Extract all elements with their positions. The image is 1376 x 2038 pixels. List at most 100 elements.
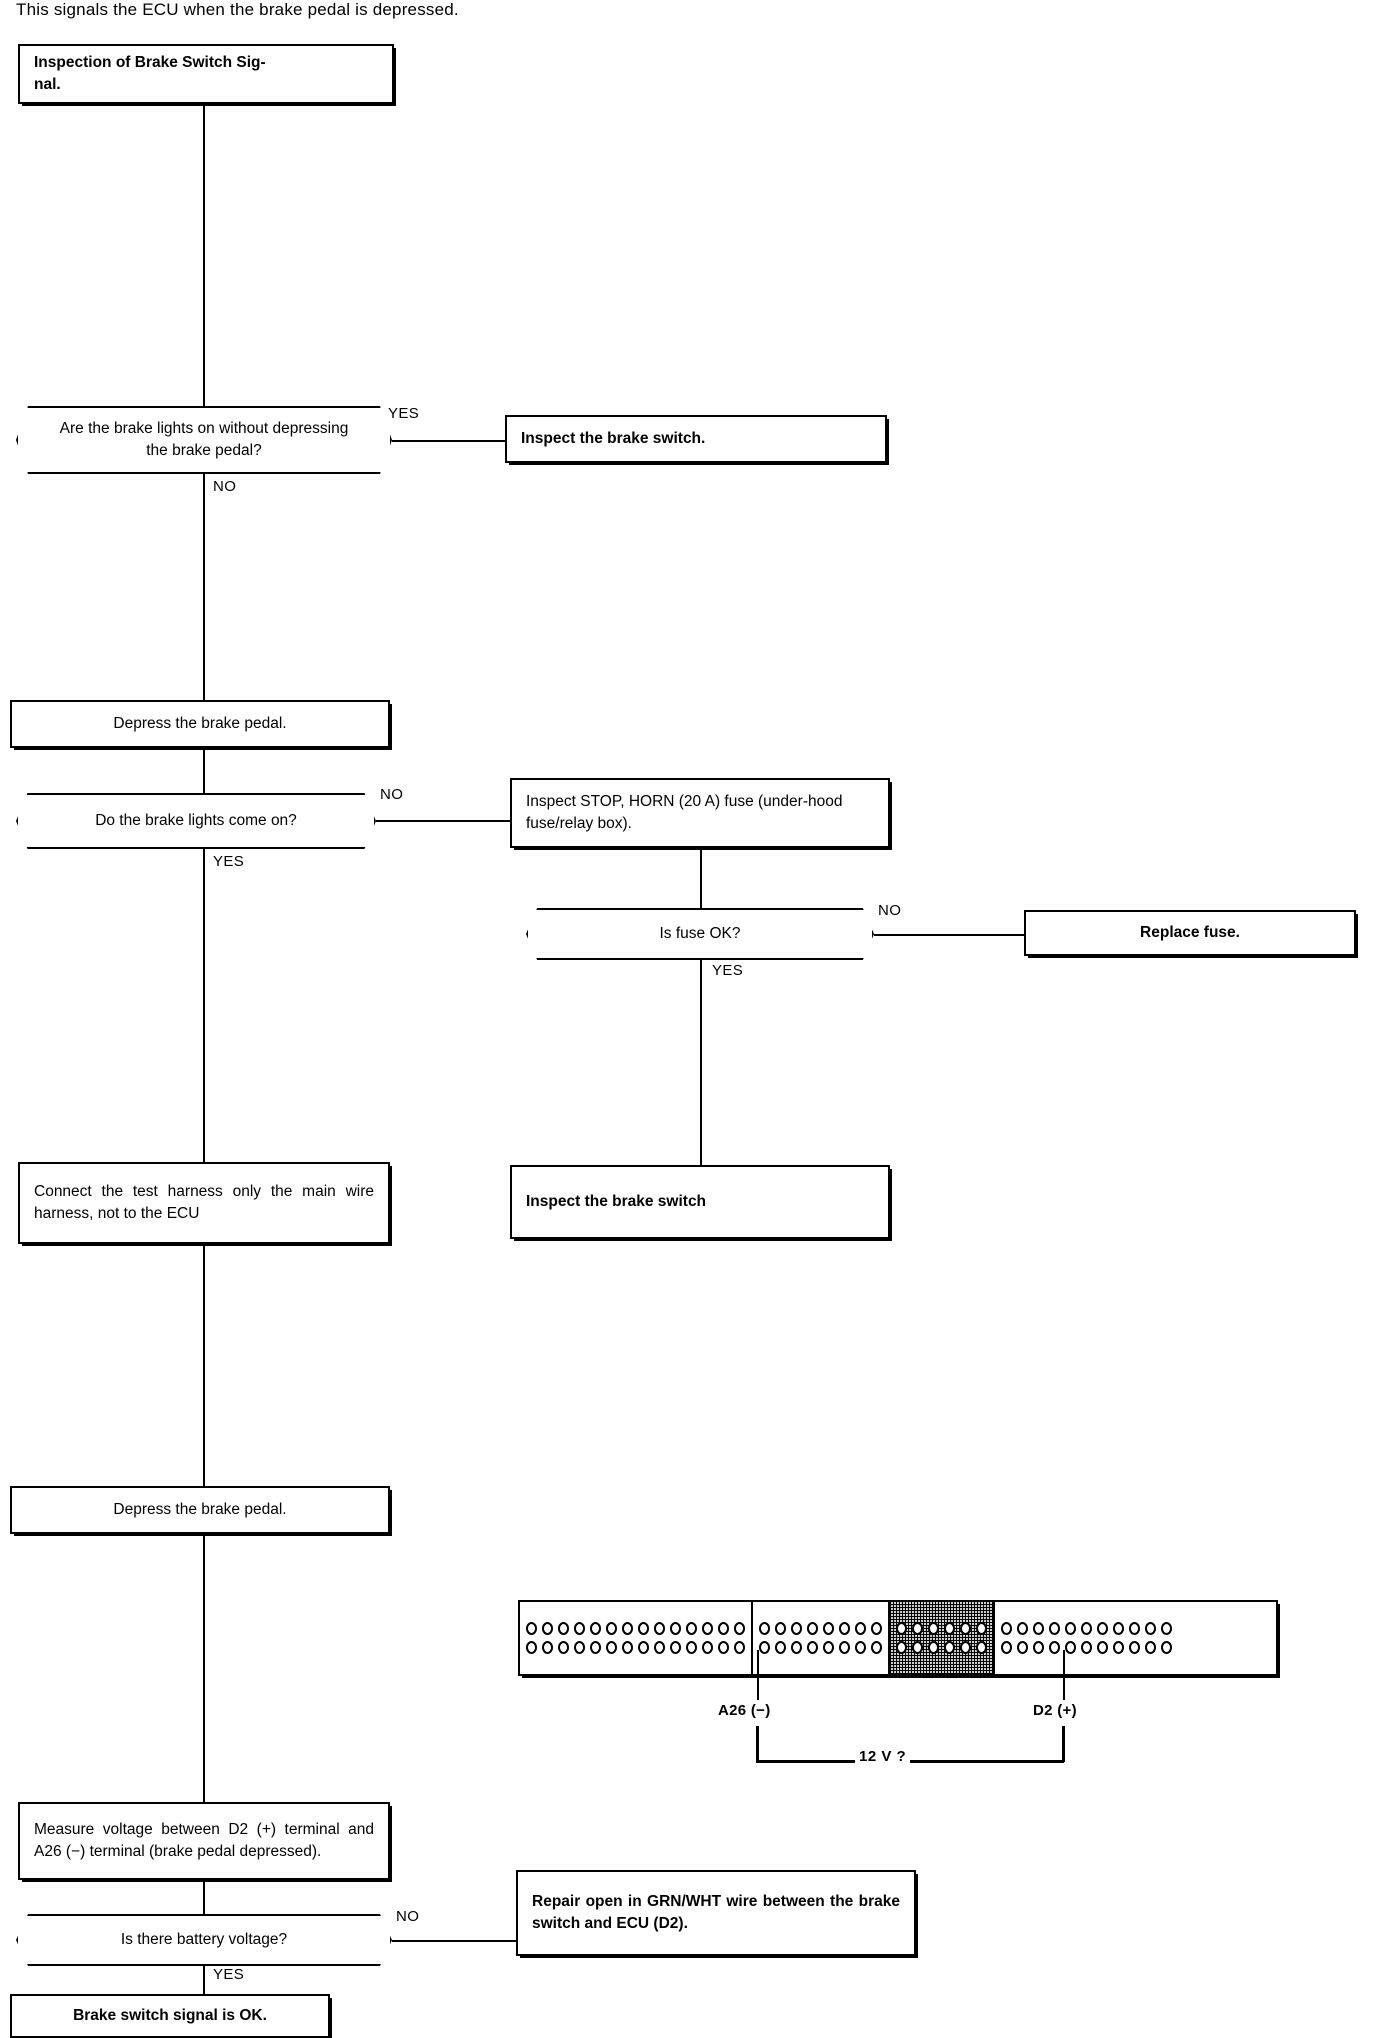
process-box-depress-the-brake-pedal-1[interactable]: Depress the brake pedal. xyxy=(10,700,390,748)
branch-label-q1-no: NO xyxy=(213,478,237,495)
connector-q2-no-to-a2 xyxy=(376,820,512,822)
process-box-inspect-stop-horn-fuse[interactable]: Inspect STOP, HORN (20 A) fuse (under-ho… xyxy=(510,778,890,848)
connector-pin xyxy=(1161,1641,1172,1654)
decision-shape xyxy=(16,406,392,474)
decision-are-brake-lights-on-without-depressing[interactable]: Are the brake lights on without depressi… xyxy=(16,406,392,474)
connector-segment-c xyxy=(890,1602,995,1674)
intro-text: This signals the ECU when the brake peda… xyxy=(16,0,459,19)
connector-q1-no-to-p1 xyxy=(203,474,205,701)
connector-pin xyxy=(775,1622,786,1635)
connector-pin-row xyxy=(896,1641,987,1654)
connector-pin xyxy=(670,1641,681,1654)
connector-pin xyxy=(1145,1641,1156,1654)
connector-pin xyxy=(912,1622,923,1635)
connector-pin xyxy=(1113,1641,1124,1654)
connector-pin xyxy=(702,1641,713,1654)
connector-pin-row xyxy=(1001,1641,1172,1654)
connector-pin xyxy=(871,1622,882,1635)
connector-pin xyxy=(734,1641,745,1654)
branch-label-q4-no: NO xyxy=(396,1908,420,1925)
process-box-connect-the-test-harness[interactable]: Connect the test harness only the main w… xyxy=(18,1162,390,1244)
process-box-label: Replace fuse. xyxy=(1140,923,1240,941)
connector-pin xyxy=(622,1622,633,1635)
process-box-label: Measure voltage between D2 (+) terminal … xyxy=(34,1820,374,1860)
ecu-connector-pin-diagram xyxy=(518,1600,1278,1676)
process-box-brake-switch-signal-is-ok[interactable]: Brake switch signal is OK. xyxy=(10,1994,330,2038)
connector-p4-to-q4 xyxy=(203,1880,205,1916)
process-box-label: Brake switch signal is OK. xyxy=(73,2006,267,2024)
decision-is-fuse-ok[interactable]: Is fuse OK? xyxy=(526,908,874,960)
connector-pin xyxy=(928,1622,939,1635)
connector-pin xyxy=(791,1622,802,1635)
connector-pin xyxy=(1001,1641,1012,1654)
connector-pin xyxy=(1081,1622,1092,1635)
connector-pin xyxy=(686,1641,697,1654)
connector-segment-b xyxy=(753,1602,890,1674)
connector-pin xyxy=(718,1622,729,1635)
connector-pin xyxy=(823,1641,834,1654)
connector-pin-row xyxy=(526,1641,745,1654)
process-box-measure-voltage[interactable]: Measure voltage between D2 (+) terminal … xyxy=(18,1802,390,1880)
process-box-inspect-the-brake-switch-2[interactable]: Inspect the brake switch xyxy=(510,1165,890,1239)
connector-pin xyxy=(1097,1641,1108,1654)
connector-pin-row xyxy=(759,1622,882,1635)
process-box-depress-the-brake-pedal-2[interactable]: Depress the brake pedal. xyxy=(10,1486,390,1534)
decision-shape xyxy=(16,1914,392,1966)
measurement-label-12v: 12 V ? xyxy=(855,1748,911,1765)
connector-pin xyxy=(622,1641,633,1654)
connector-pin xyxy=(1081,1641,1092,1654)
connector-pin xyxy=(1097,1622,1108,1635)
branch-label-q2-no: NO xyxy=(380,786,404,803)
connector-pin xyxy=(590,1641,601,1654)
connector-q3-yes-to-a4 xyxy=(700,960,702,1168)
connector-segment-a xyxy=(520,1602,753,1674)
connector-title-to-q1 xyxy=(203,104,205,407)
decision-label: Do the brake lights come on? xyxy=(95,811,297,829)
connector-pin xyxy=(1129,1641,1140,1654)
connector-pin xyxy=(638,1622,649,1635)
process-box-replace-fuse[interactable]: Replace fuse. xyxy=(1024,910,1356,956)
decision-is-there-battery-voltage[interactable]: Is there battery voltage? xyxy=(16,1914,392,1966)
connector-pin xyxy=(526,1622,537,1635)
connector-pin xyxy=(791,1641,802,1654)
decision-label: Is fuse OK? xyxy=(659,924,741,942)
connector-pin-row xyxy=(1001,1622,1172,1635)
connector-pin xyxy=(542,1622,553,1635)
connector-pin xyxy=(960,1641,971,1654)
connector-q3-no-to-a3 xyxy=(874,934,1026,936)
process-box-label: Inspect STOP, HORN (20 A) fuse (under-ho… xyxy=(526,792,843,832)
connector-pin xyxy=(759,1622,770,1635)
connector-pin xyxy=(944,1622,955,1635)
connector-pin xyxy=(912,1641,923,1654)
connector-pin xyxy=(1017,1641,1028,1654)
connector-pin xyxy=(759,1641,770,1654)
process-box-label: Depress the brake pedal. xyxy=(113,714,287,732)
connector-pin xyxy=(638,1641,649,1654)
connector-pin xyxy=(944,1641,955,1654)
process-box-repair-open-grn-wht-wire[interactable]: Repair open in GRN/WHT wire between the … xyxy=(516,1870,916,1956)
connector-pin xyxy=(960,1622,971,1635)
connector-pin xyxy=(606,1622,617,1635)
process-box-inspection-of-brake-switch-signal[interactable]: Inspection of Brake Switch Sig- nal. xyxy=(18,44,394,104)
connector-pin xyxy=(606,1641,617,1654)
pin-lead-a26 xyxy=(757,1650,759,1700)
decision-do-the-brake-lights-come-on[interactable]: Do the brake lights come on? xyxy=(16,793,376,849)
connector-pin xyxy=(871,1641,882,1654)
connector-pin xyxy=(734,1622,745,1635)
connector-q2-yes-to-p2 xyxy=(203,849,205,1163)
connector-pin xyxy=(855,1641,866,1654)
connector-pin-row xyxy=(526,1622,745,1635)
connector-pin xyxy=(558,1622,569,1635)
connector-pin xyxy=(928,1641,939,1654)
process-box-inspect-the-brake-switch-1[interactable]: Inspect the brake switch. xyxy=(505,415,887,463)
connector-a2-to-q3 xyxy=(700,848,702,910)
connector-pin xyxy=(896,1641,907,1654)
connector-pin xyxy=(1129,1622,1140,1635)
connector-pin xyxy=(1161,1622,1172,1635)
connector-q1-yes-to-a1 xyxy=(392,440,506,442)
connector-pin xyxy=(654,1641,665,1654)
branch-label-q1-yes: YES xyxy=(388,405,420,422)
branch-label-q3-no: NO xyxy=(878,902,902,919)
connector-pin xyxy=(976,1622,987,1635)
pin-label-d2: D2 (+) xyxy=(1033,1702,1077,1719)
